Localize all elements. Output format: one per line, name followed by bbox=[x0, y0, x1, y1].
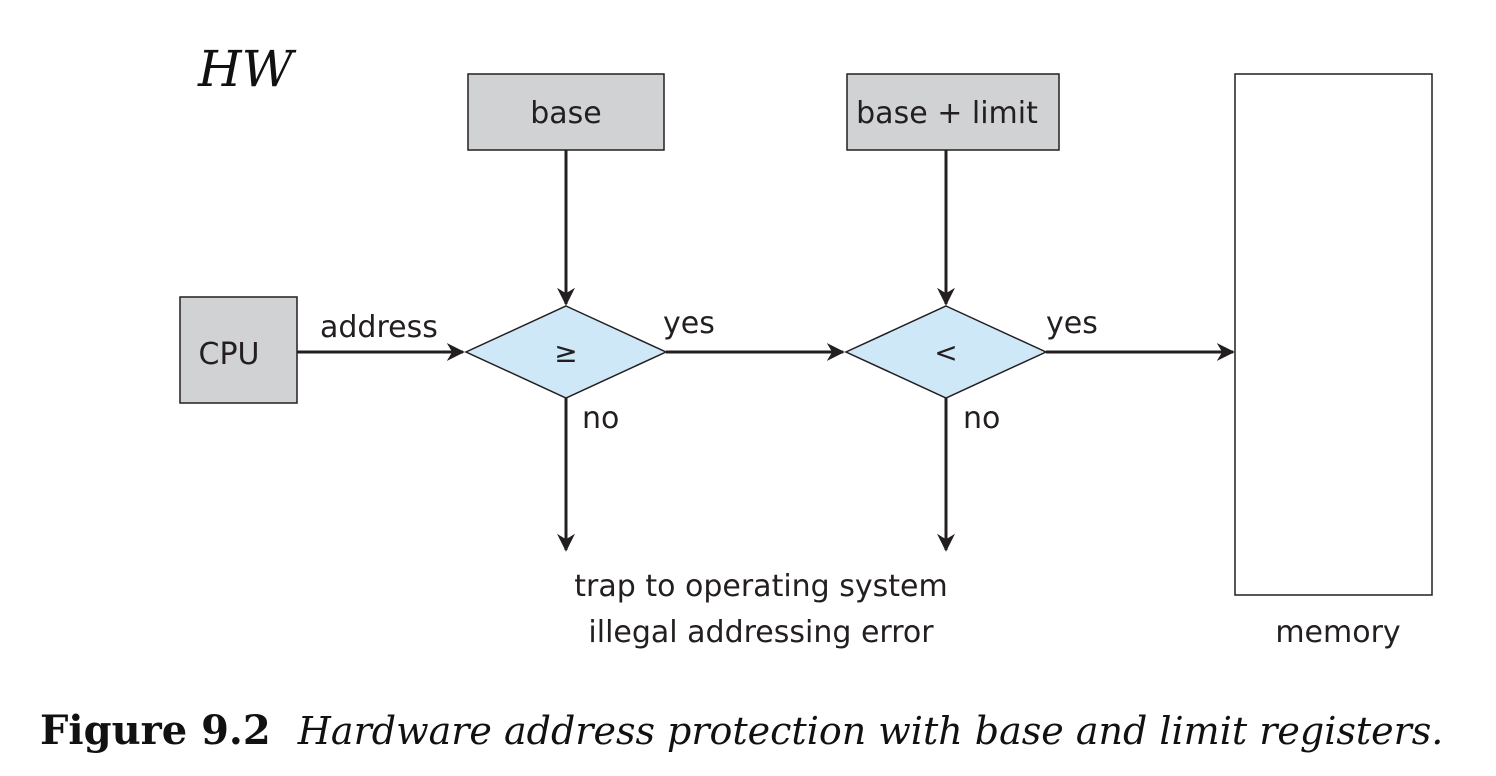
figure-caption-text: Hardware address protection with base an… bbox=[297, 709, 1444, 753]
base-limit-register-box bbox=[846, 73, 1060, 151]
cpu-box: CPU bbox=[179, 296, 298, 404]
decision-less-than: < bbox=[844, 305, 1048, 399]
decision-greater-equal: ≥ bbox=[464, 305, 668, 399]
memory-box-rect bbox=[1234, 73, 1433, 596]
edge-label-no-1: no bbox=[582, 401, 619, 436]
edge-label-no-2: no bbox=[963, 401, 1000, 436]
trap-line-1: trap to operating system bbox=[574, 569, 947, 604]
handwritten-note-text: HW bbox=[197, 40, 297, 98]
base-limit-register: base + limit bbox=[846, 73, 1060, 151]
handwritten-note: HW bbox=[197, 40, 297, 98]
memory-label: memory bbox=[1275, 615, 1400, 650]
cpu-box-rect bbox=[179, 296, 298, 404]
cpu-label: CPU bbox=[199, 337, 260, 372]
edge-label-address: address bbox=[320, 310, 438, 345]
edge-label-yes-1: yes bbox=[663, 306, 715, 341]
trap-line-2: illegal addressing error bbox=[588, 615, 934, 650]
base-register-label: base bbox=[530, 96, 602, 131]
figure-caption: Figure 9.2 Hardware address protection w… bbox=[40, 707, 1443, 754]
base-limit-register-label: base + limit bbox=[856, 96, 1038, 131]
figure-caption-number: Figure 9.2 bbox=[40, 707, 271, 754]
memory-box: memory bbox=[1234, 73, 1433, 650]
base-register: base bbox=[467, 73, 665, 151]
decision-less-than-symbol: < bbox=[934, 336, 957, 369]
arrows bbox=[297, 150, 1235, 552]
decision-greater-equal-symbol: ≥ bbox=[554, 336, 577, 369]
edge-label-yes-2: yes bbox=[1046, 306, 1098, 341]
base-register-box bbox=[467, 73, 665, 151]
